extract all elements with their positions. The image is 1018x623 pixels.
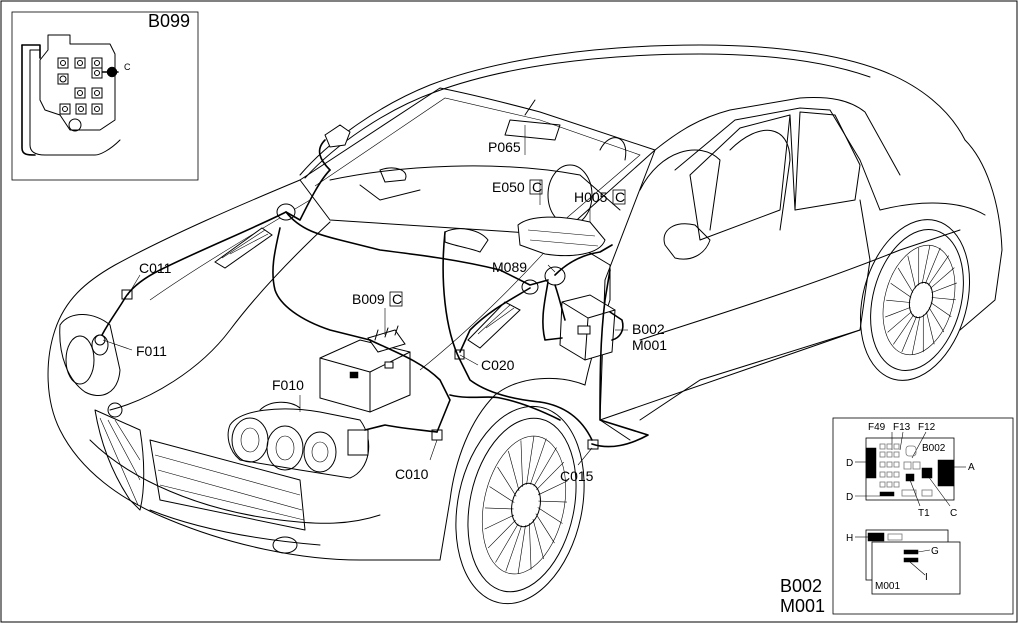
ecu-pin-h: H <box>846 533 853 544</box>
wheel-spoke <box>928 307 945 333</box>
ecu-pin-i: I <box>925 572 928 583</box>
air-ducts <box>214 227 521 349</box>
boxed-c-b009 <box>389 291 403 307</box>
wheel-spoke <box>925 247 941 284</box>
wheel-spoke <box>931 297 956 301</box>
ecu-pin-c: C <box>950 508 957 519</box>
label-e050-c: C <box>532 179 542 195</box>
wheel-spoke <box>890 282 912 298</box>
wheel-spoke <box>930 267 955 289</box>
ecu-pin-g: G <box>931 546 939 557</box>
wheel-spoke <box>885 307 911 318</box>
headlamp-left <box>59 314 121 396</box>
label-b009-c: C <box>392 291 402 307</box>
wheel-spoke <box>927 255 949 286</box>
label-c015: C015 <box>560 468 594 484</box>
car-body-outline <box>47 44 1003 561</box>
wheel-spoke <box>901 316 917 353</box>
ecu-pin-d-bottom: D <box>846 492 853 503</box>
wheel-spoke <box>495 523 519 563</box>
wheel-spoke <box>911 316 921 355</box>
label-b002: B002 <box>632 321 665 337</box>
battery <box>319 325 411 413</box>
ecu-fuse-f12: F12 <box>918 422 936 433</box>
ecu-pin-t1: T1 <box>918 508 930 519</box>
wheel-spoke <box>489 486 515 503</box>
interior <box>329 99 791 231</box>
ecu-fuse-f49: F49 <box>868 422 886 433</box>
wheel-spoke <box>897 267 914 293</box>
wheel-spoke <box>535 513 555 544</box>
wheel-spoke <box>926 311 935 345</box>
wiring-harness <box>101 139 649 448</box>
inset-ecu-title-1: B002 <box>780 576 822 596</box>
label-h005: H005 <box>574 189 608 205</box>
wheel-spoke <box>893 314 915 345</box>
wheel-spoke <box>907 255 916 289</box>
wheel-spoke <box>505 525 522 572</box>
boxed-c-e050 <box>529 179 543 195</box>
wheel-spoke <box>537 480 568 496</box>
label-f011: F011 <box>136 343 167 359</box>
wheel-spoke <box>930 302 952 318</box>
wheel-spoke <box>484 514 515 530</box>
component-labels: C011 F011 F010 B009 C C020 C010 C015 P06… <box>136 139 667 484</box>
wheel-spoke <box>517 525 526 574</box>
label-m001: M001 <box>632 337 667 353</box>
body-computer-module <box>559 294 616 361</box>
front-wheel <box>455 405 585 605</box>
wheel-spoke <box>886 299 911 303</box>
inset-fusebox-title: B099 <box>148 11 190 31</box>
label-c011: C011 <box>139 260 172 276</box>
wheel-spoke <box>485 507 514 510</box>
wheel-spoke <box>887 311 912 333</box>
wheel-spoke <box>536 461 565 491</box>
inset-fusebox-pin-c: C <box>124 62 131 72</box>
label-c020: C020 <box>481 357 515 373</box>
dashboard-modules <box>276 124 606 295</box>
label-m089: M089 <box>492 259 527 275</box>
wheel-spoke <box>497 466 517 497</box>
wheel-spoke <box>538 500 567 503</box>
label-f010: F010 <box>272 377 304 393</box>
wheel-spoke <box>487 519 516 549</box>
inset-fusebox: B099 C <box>11 11 199 181</box>
inset-ecu-title-2: M001 <box>780 596 825 616</box>
inset-ecu: F49 F13 F12 B002 D A D T1 C <box>780 417 1014 616</box>
label-b009: B009 <box>352 291 385 307</box>
leader-lines <box>102 125 628 466</box>
wheel-spoke <box>520 440 523 487</box>
wheel-spoke <box>532 519 544 560</box>
boxed-c-h005 <box>612 189 626 205</box>
ecu-fuse-f13: F13 <box>893 422 911 433</box>
wheel-spoke <box>931 282 957 293</box>
wheel-spoke <box>537 507 563 524</box>
ecu-pin-d-top: D <box>846 458 853 469</box>
wheel-spoke <box>526 436 535 485</box>
wheel-spoke <box>529 523 532 570</box>
ecu-module-label: M001 <box>875 581 900 592</box>
label-c010: C010 <box>395 466 429 482</box>
rear-wheel <box>859 219 971 381</box>
badge-icon <box>107 402 123 418</box>
ecu-pin-a: A <box>968 462 975 473</box>
wheel-spoke <box>533 447 557 487</box>
label-p065: P065 <box>488 139 521 155</box>
wheel-spoke <box>508 450 520 491</box>
label-h005-c: C <box>615 189 625 205</box>
wheel-spoke <box>921 245 931 284</box>
wheel-spoke <box>530 438 547 485</box>
ecu-board-label: B002 <box>922 443 946 454</box>
label-e050: E050 <box>492 179 525 195</box>
headlamp-right <box>227 401 370 479</box>
